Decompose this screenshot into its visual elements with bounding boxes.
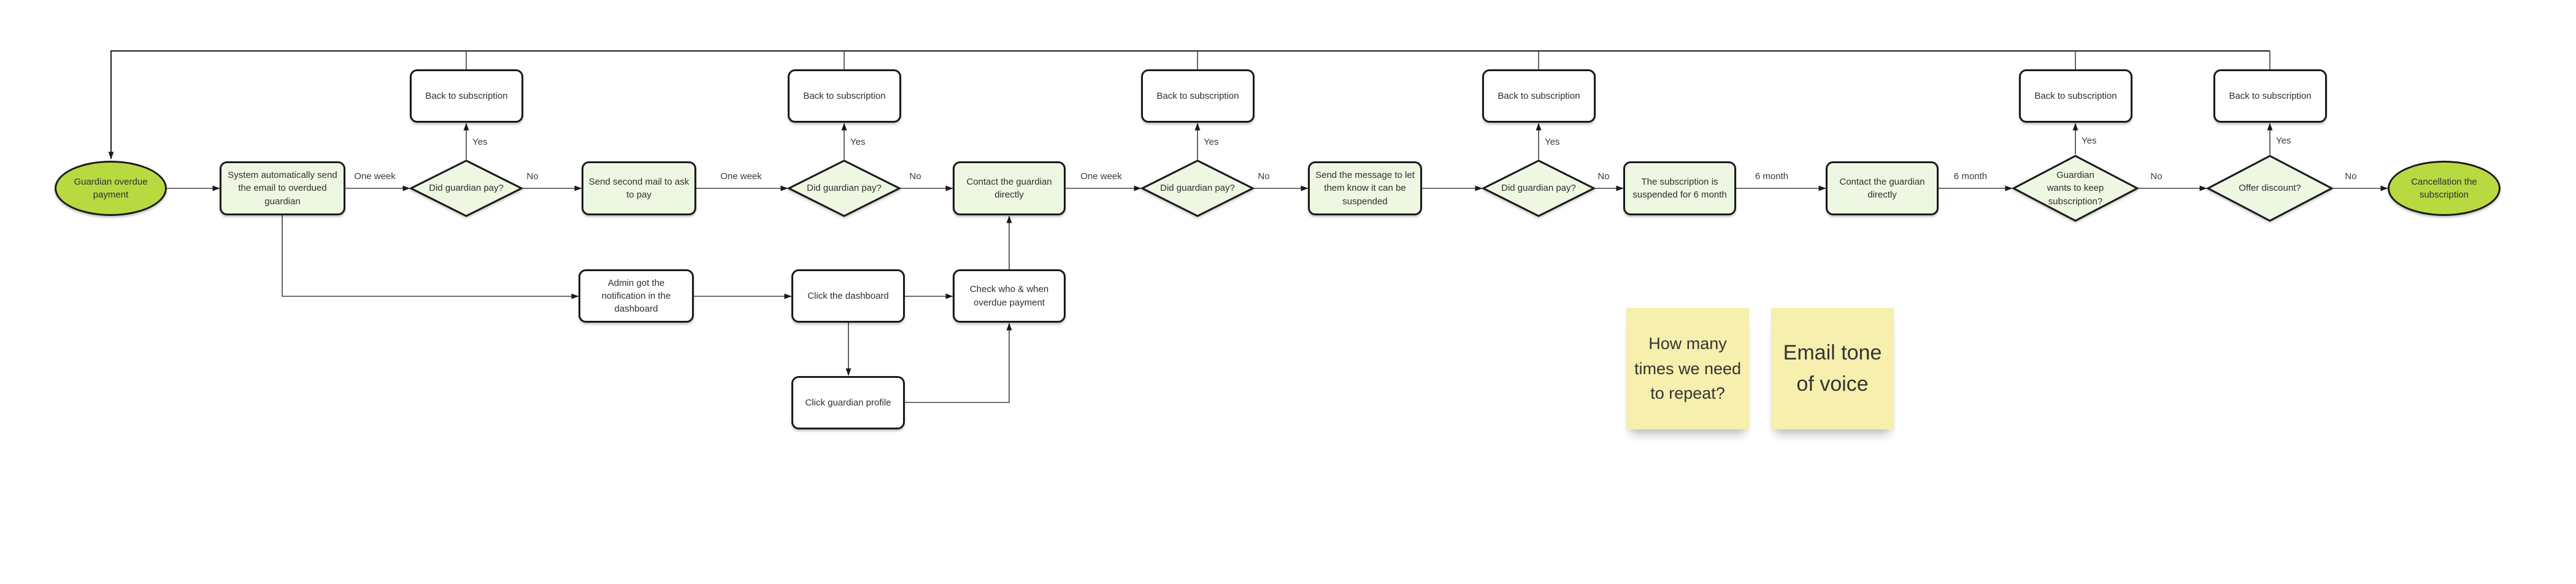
start-node[interactable]: Guardian overdue payment [55,161,167,216]
node-label: Offer discount? [2239,183,2301,194]
node-label: Did guardian pay? [429,183,504,194]
process-suspended[interactable]: The subscription is suspended for 6 mont… [1623,161,1736,215]
back-to-subscription-6[interactable]: Back to subscription [2213,69,2327,123]
decision-did-guardian-pay-2[interactable]: Did guardian pay? [788,159,901,217]
back-to-subscription-3[interactable]: Back to subscription [1141,69,1255,123]
process-click-profile[interactable]: Click guardian profile [791,376,905,429]
decision-offer-discount[interactable]: Offer discount? [2207,155,2333,222]
edge-label-yes-4[interactable]: Yes [1545,137,1560,147]
node-label: Did guardian pay? [1160,183,1235,194]
decision-did-guardian-pay-1[interactable]: Did guardian pay? [410,159,523,217]
sticky-note-email-tone[interactable]: Email tone of voice [1771,308,1894,429]
diamond-shape [2207,155,2333,222]
process-contact-directly-2[interactable]: Contact the guardian directly [1826,161,1939,215]
process-admin-notification[interactable]: Admin got the notification in the dashbo… [579,269,694,323]
node-label: Guardian overdue payment [74,176,148,200]
process-check-overdue[interactable]: Check who & when overdue payment [953,269,1066,323]
node-label: Check who & when overdue payment [969,284,1049,308]
sticky-note-text: How many times we need to repeat? [1634,334,1742,403]
edge-label-six-month-2[interactable]: 6 month [1953,171,1988,182]
sticky-note-text: Email tone of voice [1783,341,1882,396]
node-label: Cancellation the subscription [2411,176,2477,200]
decision-did-guardian-pay-4[interactable]: Did guardian pay? [1482,159,1595,217]
back-to-subscription-2[interactable]: Back to subscription [788,69,901,123]
edge-label-no-5[interactable]: No [2150,171,2163,182]
edge-label-yes-6[interactable]: Yes [2276,136,2291,146]
edge-label-one-week-3[interactable]: One week [1080,171,1122,182]
process-click-dashboard[interactable]: Click the dashboard [791,269,905,323]
diamond-shape [788,159,901,217]
node-label: Click the dashboard [807,290,889,301]
node-label: Send the message to let them know it can… [1315,170,1415,207]
edge-label-one-week-1[interactable]: One week [354,171,396,182]
back-to-subscription-1[interactable]: Back to subscription [410,69,523,123]
node-label: Contact the guardian directly [1839,176,1925,200]
end-node[interactable]: Cancellation the subscription [2388,161,2501,216]
sticky-note-repeat-question[interactable]: How many times we need to repeat? [1626,308,1749,429]
decision-did-guardian-pay-3[interactable]: Did guardian pay? [1141,159,1254,217]
edge-label-no-4[interactable]: No [1598,171,1610,182]
edge-label-yes-3[interactable]: Yes [1204,137,1219,147]
node-label: Back to subscription [803,90,886,101]
back-to-subscription-5[interactable]: Back to subscription [2019,69,2132,123]
process-suspend-message[interactable]: Send the message to let them know it can… [1308,161,1422,215]
edge-autoemail-admin [282,215,579,299]
edge-label-no-6[interactable]: No [2345,171,2357,182]
process-contact-directly-1[interactable]: Contact the guardian directly [953,161,1066,215]
node-label: Contact the guardian directly [966,176,1052,200]
node-label: Did guardian pay? [1501,183,1576,194]
node-label: Back to subscription [1498,90,1580,101]
node-label: System automatically send the email to o… [228,170,337,207]
diamond-shape [1482,159,1595,217]
back-to-subscription-4[interactable]: Back to subscription [1482,69,1596,123]
node-label: Back to subscription [1156,90,1239,101]
node-label: Back to subscription [2034,90,2117,101]
edge-label-six-month-1[interactable]: 6 month [1755,171,1789,182]
edge-profile-check [905,323,1012,403]
decision-keep-subscription[interactable]: Guardian wants to keep subscription? [2012,155,2139,222]
process-auto-email[interactable]: System automatically send the email to o… [220,161,345,215]
diamond-shape [410,159,523,217]
edge-label-yes-2[interactable]: Yes [850,137,866,147]
process-second-mail[interactable]: Send second mail to ask to pay [582,161,696,215]
node-label: Back to subscription [2229,90,2312,101]
diamond-shape [1141,159,1254,217]
node-label: Did guardian pay? [807,183,882,194]
node-label: The subscription is suspended for 6 mont… [1632,176,1727,200]
node-label: Back to subscription [425,90,508,101]
diamond-shape [2012,155,2139,222]
edge-label-one-week-2[interactable]: One week [720,171,762,182]
node-label: Guardian wants to keep subscription? [2047,170,2104,207]
node-label: Send second mail to ask to pay [588,176,690,200]
edge-label-no-1[interactable]: No [526,171,539,182]
node-label: Admin got the notification in the dashbo… [601,277,671,315]
edge-label-yes-1[interactable]: Yes [472,137,488,147]
edge-loop-to-start [108,50,2270,159]
node-label: Click guardian profile [805,397,891,408]
edge-label-yes-5[interactable]: Yes [2082,136,2097,146]
edge-label-no-3[interactable]: No [1258,171,1270,182]
edge-label-no-2[interactable]: No [909,171,921,182]
